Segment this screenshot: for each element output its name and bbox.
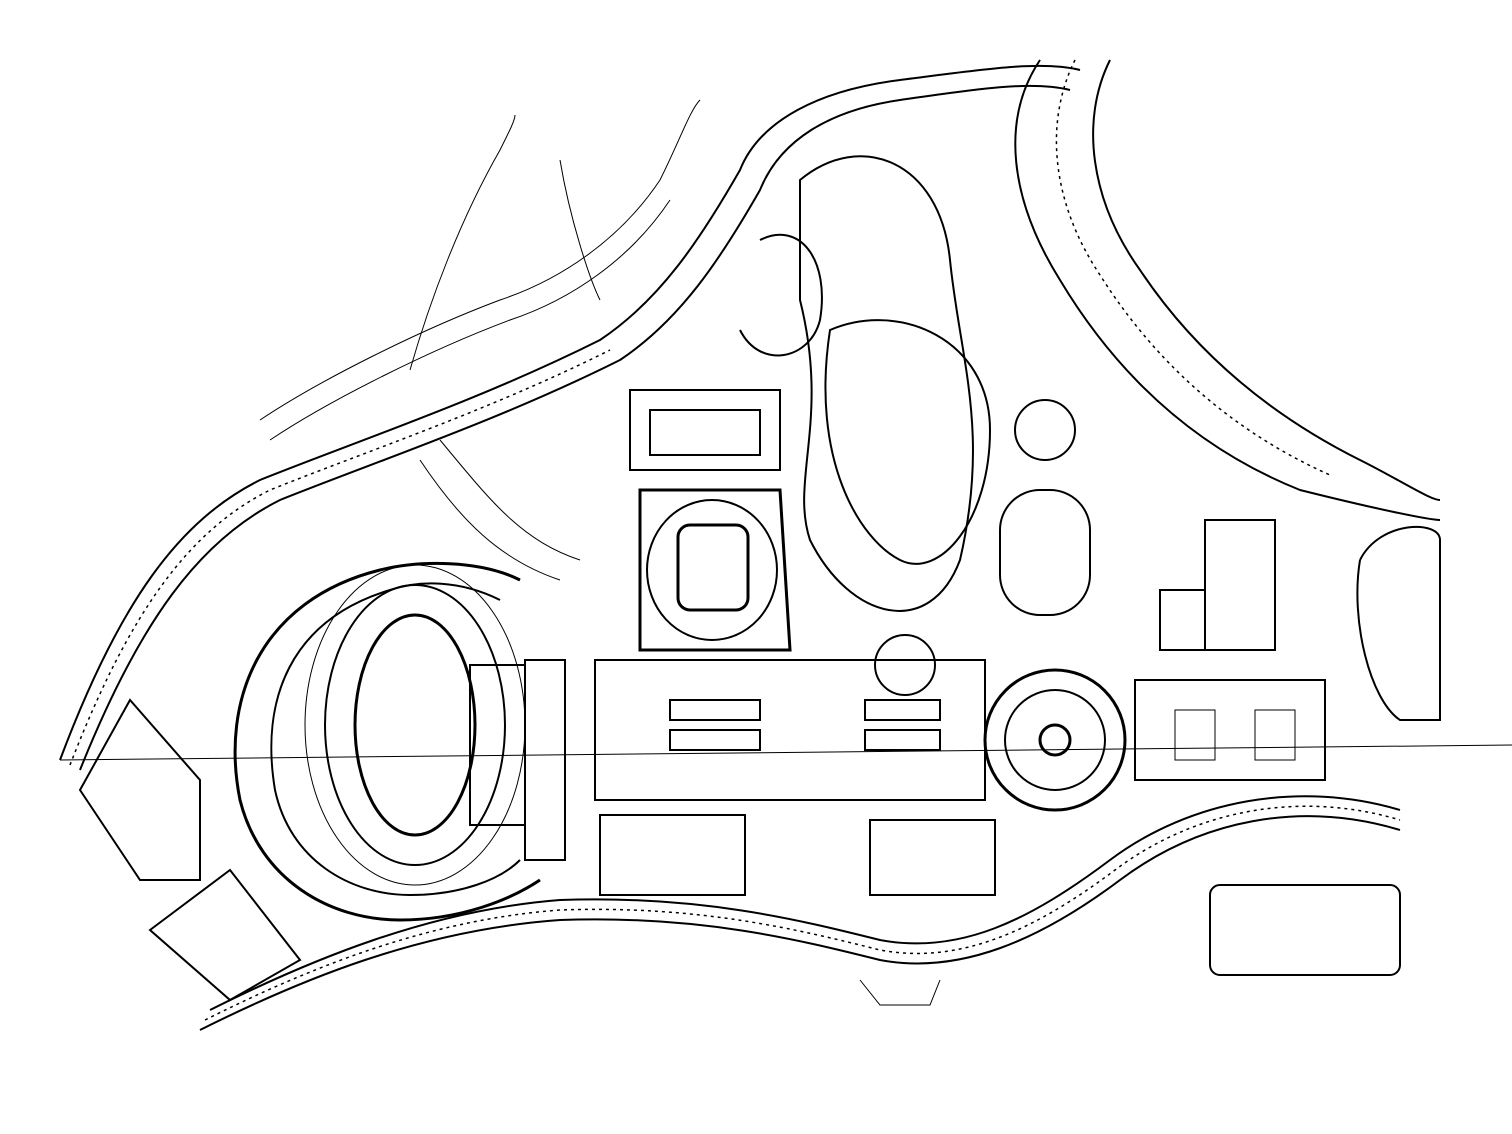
stadium-field [353,613,477,837]
southern-road [199,795,1401,1031]
northern-road [59,64,1081,771]
central-plaza [594,634,986,801]
park-paths [739,155,1091,616]
circular-building [983,668,1127,812]
arena-court [676,523,750,612]
west-parcels [78,525,1441,1002]
contour-lines [259,99,701,581]
olympic-stadium [59,561,1512,922]
east-facilities [599,519,1401,976]
sports-palace [629,389,792,652]
eastern-road [1014,59,1441,521]
